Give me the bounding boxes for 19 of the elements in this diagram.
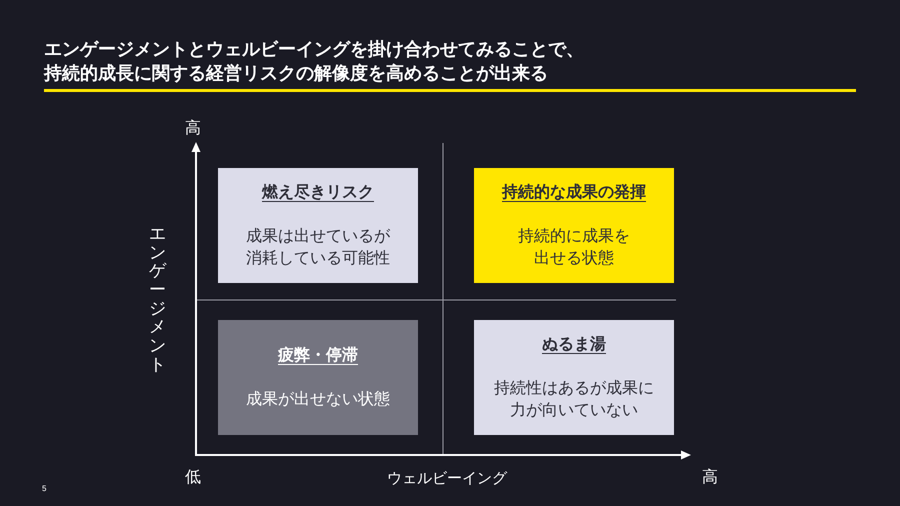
axis-high-label: 高 [701,468,719,488]
axis-high-label: 高 [184,119,202,139]
axis-low-label: 低 [184,468,202,488]
quadrant-description: 持続性はあるが成果に力が向いていない [493,378,655,420]
page-number: 5 [42,484,46,494]
quadrant-description: 成果が出せない状態 [245,390,391,410]
axis-title: エンゲージメント [149,225,166,374]
quadrant-description: 成果は出せているが消耗している可能性 [245,226,392,268]
quadrant-title: 疲弊・停滞 [278,345,358,366]
quadrant-box [474,320,674,435]
quadrant-description: 持続的に成果を出せる状態 [517,226,631,268]
quadrant-title: ぬるま湯 [542,334,606,354]
quadrant-box [218,168,418,283]
quadrant-title: 燃え尽きリスク [262,182,374,202]
quadrant-box [474,168,674,283]
slide-title: エンゲージメントとウェルビーイングを掛け合わせてみることで、持続的成長に関する経営リスクの解像度を高めることが出来る [44,38,585,85]
quadrant-title: 持続的な成果の発揮 [502,182,646,202]
quadrant-box [218,320,418,435]
axis-title: ウェルビーイング [386,469,508,489]
